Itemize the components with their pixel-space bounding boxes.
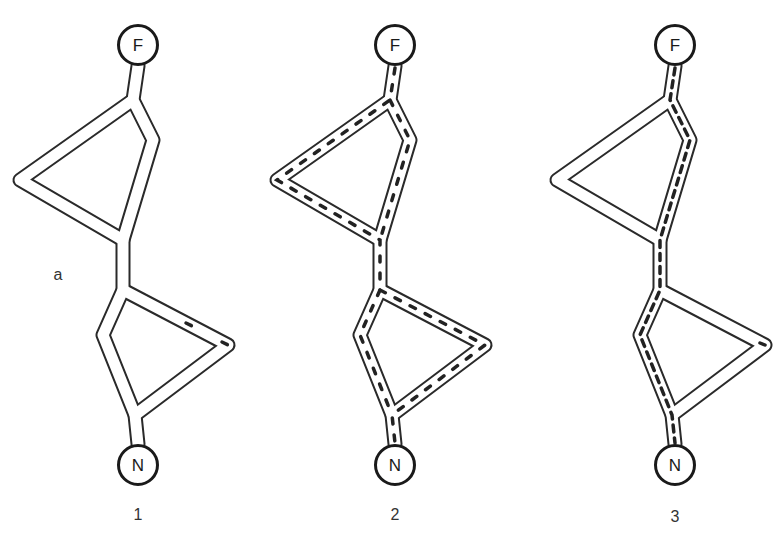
channel-arm-inner [557,100,670,240]
channel-path [640,66,690,444]
channel-arm [123,290,228,415]
channel-path [360,66,410,444]
channel-path [103,66,153,444]
channel-path-inner [103,66,153,444]
ants [760,343,765,345]
node-circle: F [117,24,159,66]
ants [640,68,690,443]
panel-number: 1 [134,506,143,524]
channel-arm-inner [660,290,765,415]
ants [380,100,410,240]
node-circle: F [374,24,416,66]
channel-arm [557,100,670,240]
node-letter: N [132,457,144,474]
channel-arm-inner [20,100,133,240]
channel-path-inner [360,66,410,444]
panel-number: 2 [391,506,400,524]
node-circle: F [654,24,696,66]
node-letter: F [390,37,400,54]
ants [186,323,198,329]
node-circle: N [374,444,416,486]
ants [277,68,485,443]
channel-arm-inner [380,290,485,415]
panel-number: 3 [671,508,680,526]
node-letter: F [133,37,143,54]
channel-arm [380,290,485,415]
channel-path-inner [640,66,690,444]
channel-arm-inner [123,290,228,415]
node-letter: N [389,457,401,474]
ants [222,342,228,345]
channel-arm [20,100,133,240]
ants [360,290,392,415]
channel-arm [660,290,765,415]
node-letter: F [670,37,680,54]
figure-letter: a [54,266,63,284]
node-letter: N [669,457,681,474]
channel-arm [277,100,390,240]
node-circle: N [654,444,696,486]
node-circle: N [117,444,159,486]
channel-arm-inner [277,100,390,240]
